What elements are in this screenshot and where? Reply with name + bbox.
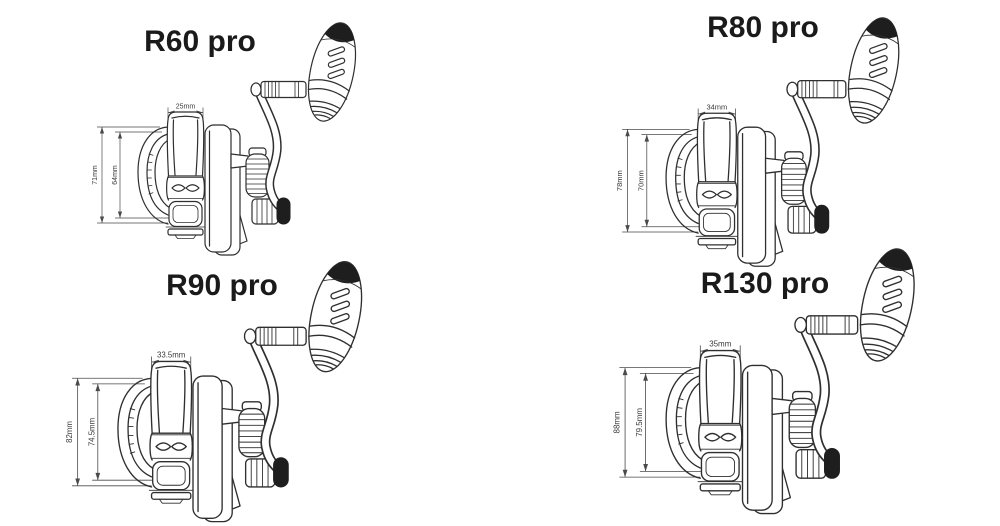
dimension-label-spool-width: 33.5mm <box>157 351 185 360</box>
reel-diagram-r80: 34mm 78mm 70mm <box>615 13 907 266</box>
dimension-label-spool-height: 64mm <box>112 165 119 185</box>
dimension-label-spool-height: 70mm <box>637 170 646 191</box>
reel-diagram-r130: 35mm 88mm 79.5mm <box>612 244 923 513</box>
dimension-label-spool-width: 25mm <box>176 104 196 111</box>
reel-title-r80: R80 pro <box>707 11 819 44</box>
dimension-label-overall-height: 71mm <box>92 165 99 185</box>
dimension-label-spool-height: 79.5mm <box>635 408 644 437</box>
dimension-label-spool-width: 34mm <box>706 103 727 112</box>
dimension-label-overall-height: 82mm <box>65 421 74 443</box>
dimension-label-overall-height: 88mm <box>612 411 621 434</box>
dimension-label-spool-height: 74.5mm <box>87 418 96 446</box>
dimension-label-overall-height: 78mm <box>615 170 624 191</box>
reel-drawing <box>622 13 907 266</box>
reel-title-r90: R90 pro <box>166 269 278 302</box>
dimension-label-spool-width: 35mm <box>709 340 732 349</box>
reel-diagram-r60: 25mm 71mm 64mm <box>92 19 363 255</box>
reel-title-r60: R60 pro <box>144 25 256 58</box>
reel-title-r130: R130 pro <box>701 267 829 300</box>
reel-diagram-r90: 33.5mm 82mm 74.5mm <box>65 257 370 522</box>
